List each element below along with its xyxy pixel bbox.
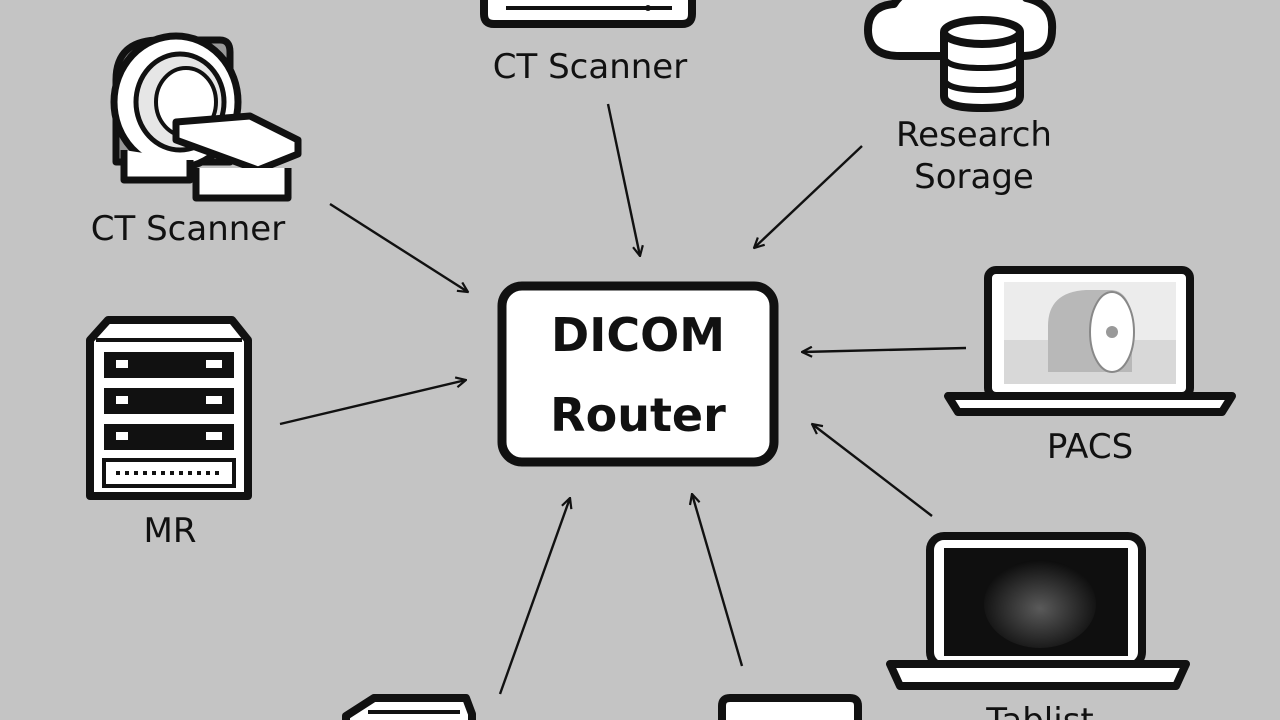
arrow-mr-to-router	[279, 380, 466, 426]
arrow-tablet-to-router	[812, 424, 933, 517]
device-bottom-left-icon	[342, 694, 476, 720]
mr-label: MR	[143, 511, 197, 551]
ct-scanner-top-label: CT Scanner	[492, 47, 688, 87]
tablet-label: Tablist	[960, 700, 1120, 720]
router-title-line2: Router	[550, 388, 726, 442]
ct-scanner-top-icon	[480, 0, 696, 28]
cloud-storage-icon	[864, 0, 1057, 113]
pacs-label: PACS	[1046, 427, 1134, 467]
arrow-research-to-router	[754, 145, 863, 248]
server-rack-icon	[86, 316, 252, 500]
device-bottom-right-icon	[718, 694, 862, 720]
arrow-bottom-left-to-router	[498, 498, 570, 695]
arrow-ct-top-to-router	[606, 103, 640, 256]
arrow-bottom-right-to-router	[692, 494, 744, 667]
research-storage-label-line2: Sorage	[914, 157, 1034, 197]
ct-scanner-icon	[110, 32, 302, 202]
tablet-icon	[886, 532, 1190, 690]
arrow-ct-left-to-router	[329, 202, 468, 292]
router-title-line1: DICOM	[551, 308, 725, 362]
laptop-icon	[944, 266, 1236, 416]
dicom-router-box	[497, 281, 779, 467]
connection-arrows	[279, 103, 967, 695]
arrow-pacs-to-router	[802, 348, 967, 352]
research-storage-label-line1: Research	[896, 115, 1052, 155]
ct-scanner-left-label: CT Scanner	[90, 209, 286, 249]
